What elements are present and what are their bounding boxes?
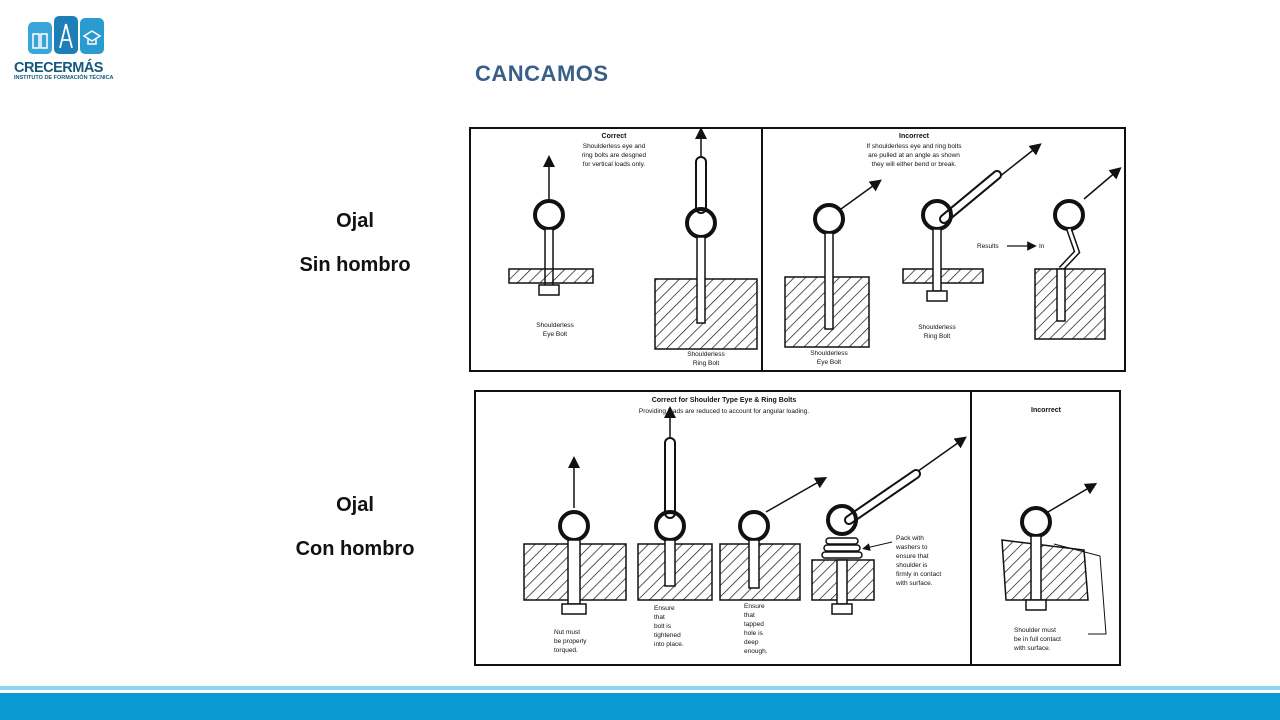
label-bottom-line2: Con hombro	[295, 538, 415, 560]
note-shoulder-3: with surface.	[1013, 645, 1051, 652]
note-shoulder-1: Shoulder must	[1014, 627, 1056, 634]
top-incorrect-note-2: are pulled at an angle as shown	[868, 152, 960, 159]
results-label: Results	[977, 243, 999, 250]
note-pack-2: washers to	[895, 544, 928, 551]
note-nut-2: be properly	[554, 638, 587, 645]
note-hole-4: hole is	[744, 630, 764, 637]
note-pack-4: shoulder is	[896, 562, 928, 569]
cap-ring-1: Shoulderless	[687, 351, 725, 358]
bent-bolt-illustration	[1034, 167, 1122, 340]
note-pack-5: firmly in contact	[896, 571, 941, 578]
note-nut-3: torqued.	[554, 647, 578, 654]
note-hole-6: enough.	[744, 648, 768, 655]
note-hole-5: deep	[744, 639, 759, 646]
note-pack-1: Pack with	[896, 535, 924, 542]
top-correct-note-3: for vertical loads only.	[583, 161, 646, 168]
cap-eye-2: Eye Bolt	[543, 331, 567, 338]
diagram-shouldered: Correct for Shoulder Type Eye & Ring Bol…	[474, 390, 1121, 666]
footer-stripe-gap	[0, 690, 1280, 693]
top-incorrect-note-1: If shoulderless eye and ring bolts	[866, 143, 962, 150]
note-shoulder-2: be in full contact	[1014, 636, 1061, 643]
bottom-incorrect-heading: Incorrect	[1031, 407, 1062, 414]
shoulder-eye-bolt-incorrect: Shoulder must be in full contact with su…	[1001, 482, 1107, 652]
incorrect-eye-bolt-illustration: Shoulderless Eye Bolt	[784, 179, 882, 366]
note-bolt-2: that	[654, 614, 665, 621]
note-bolt-5: into place.	[654, 641, 684, 648]
page-title: CANCAMOS	[475, 61, 609, 86]
diagram-shoulderless: Correct Shoulderless eye and ring bolts …	[469, 127, 1126, 372]
footer-stripe-dark	[0, 693, 1280, 720]
top-correct-heading: Correct	[602, 133, 628, 140]
shoulder-ring-bolt-vertical: Ensure that bolt is tightened into place…	[637, 406, 713, 648]
shoulderless-ring-bolt-illustration: Shoulderless Ring Bolt	[654, 127, 758, 367]
cap-ring-2: Ring Bolt	[693, 360, 720, 367]
bottom-correct-heading: Correct for Shoulder Type Eye & Ring Bol…	[652, 397, 797, 404]
note-pack-3: ensure that	[896, 553, 929, 560]
note-hole-2: that	[744, 612, 755, 619]
cap-eye-1: Shoulderless	[536, 322, 574, 329]
note-bolt-1: Ensure	[654, 605, 675, 612]
top-incorrect-note-3: they will either bend or break.	[872, 161, 957, 168]
cap-ring2-2: Ring Bolt	[924, 333, 951, 340]
footer-stripe-light	[0, 686, 1280, 690]
note-hole-1: Ensure	[744, 603, 765, 610]
note-bolt-3: bolt is	[654, 623, 672, 630]
brand-name: CRECERMÁS	[14, 60, 103, 76]
top-incorrect-heading: Incorrect	[899, 133, 930, 140]
bottom-correct-sub: Providing loads are reduced to account f…	[639, 408, 809, 415]
label-bottom-line1: Ojal	[336, 494, 374, 516]
brand-subtitle: INSTITUTO DE FORMACIÓN TÉCNICA	[14, 75, 114, 81]
note-nut-1: Nut must	[554, 629, 580, 636]
results-in: In	[1039, 243, 1045, 250]
incorrect-ring-bolt-illustration: Shoulderless Ring Bolt	[902, 143, 1042, 340]
label-top-line2: Sin hombro	[299, 254, 411, 276]
note-hole-3: tapped	[744, 621, 764, 628]
note-pack-6: with surface.	[895, 580, 933, 587]
top-correct-note-1: Shoulderless eye and	[583, 143, 646, 150]
logo	[14, 14, 114, 84]
shoulder-ring-bolt-washers: Pack with washers to ensure that shoulde…	[811, 436, 967, 615]
label-top-line1: Ojal	[336, 210, 374, 232]
top-correct-note-2: ring bolts are desgned	[582, 152, 647, 159]
shoulder-eye-bolt-through: Nut must be properly torqued.	[523, 456, 627, 654]
logo-icon	[28, 16, 104, 54]
cap-ring2-1: Shoulderless	[918, 324, 956, 331]
note-bolt-4: tightened	[654, 632, 681, 639]
shoulder-eye-bolt-angled: Ensure that tapped hole is deep enough.	[719, 477, 828, 655]
shoulderless-eye-bolt-illustration: Shoulderless Eye Bolt	[508, 155, 594, 338]
cap-eye2-2: Eye Bolt	[817, 359, 841, 366]
cap-eye2-1: Shoulderless	[810, 350, 848, 357]
